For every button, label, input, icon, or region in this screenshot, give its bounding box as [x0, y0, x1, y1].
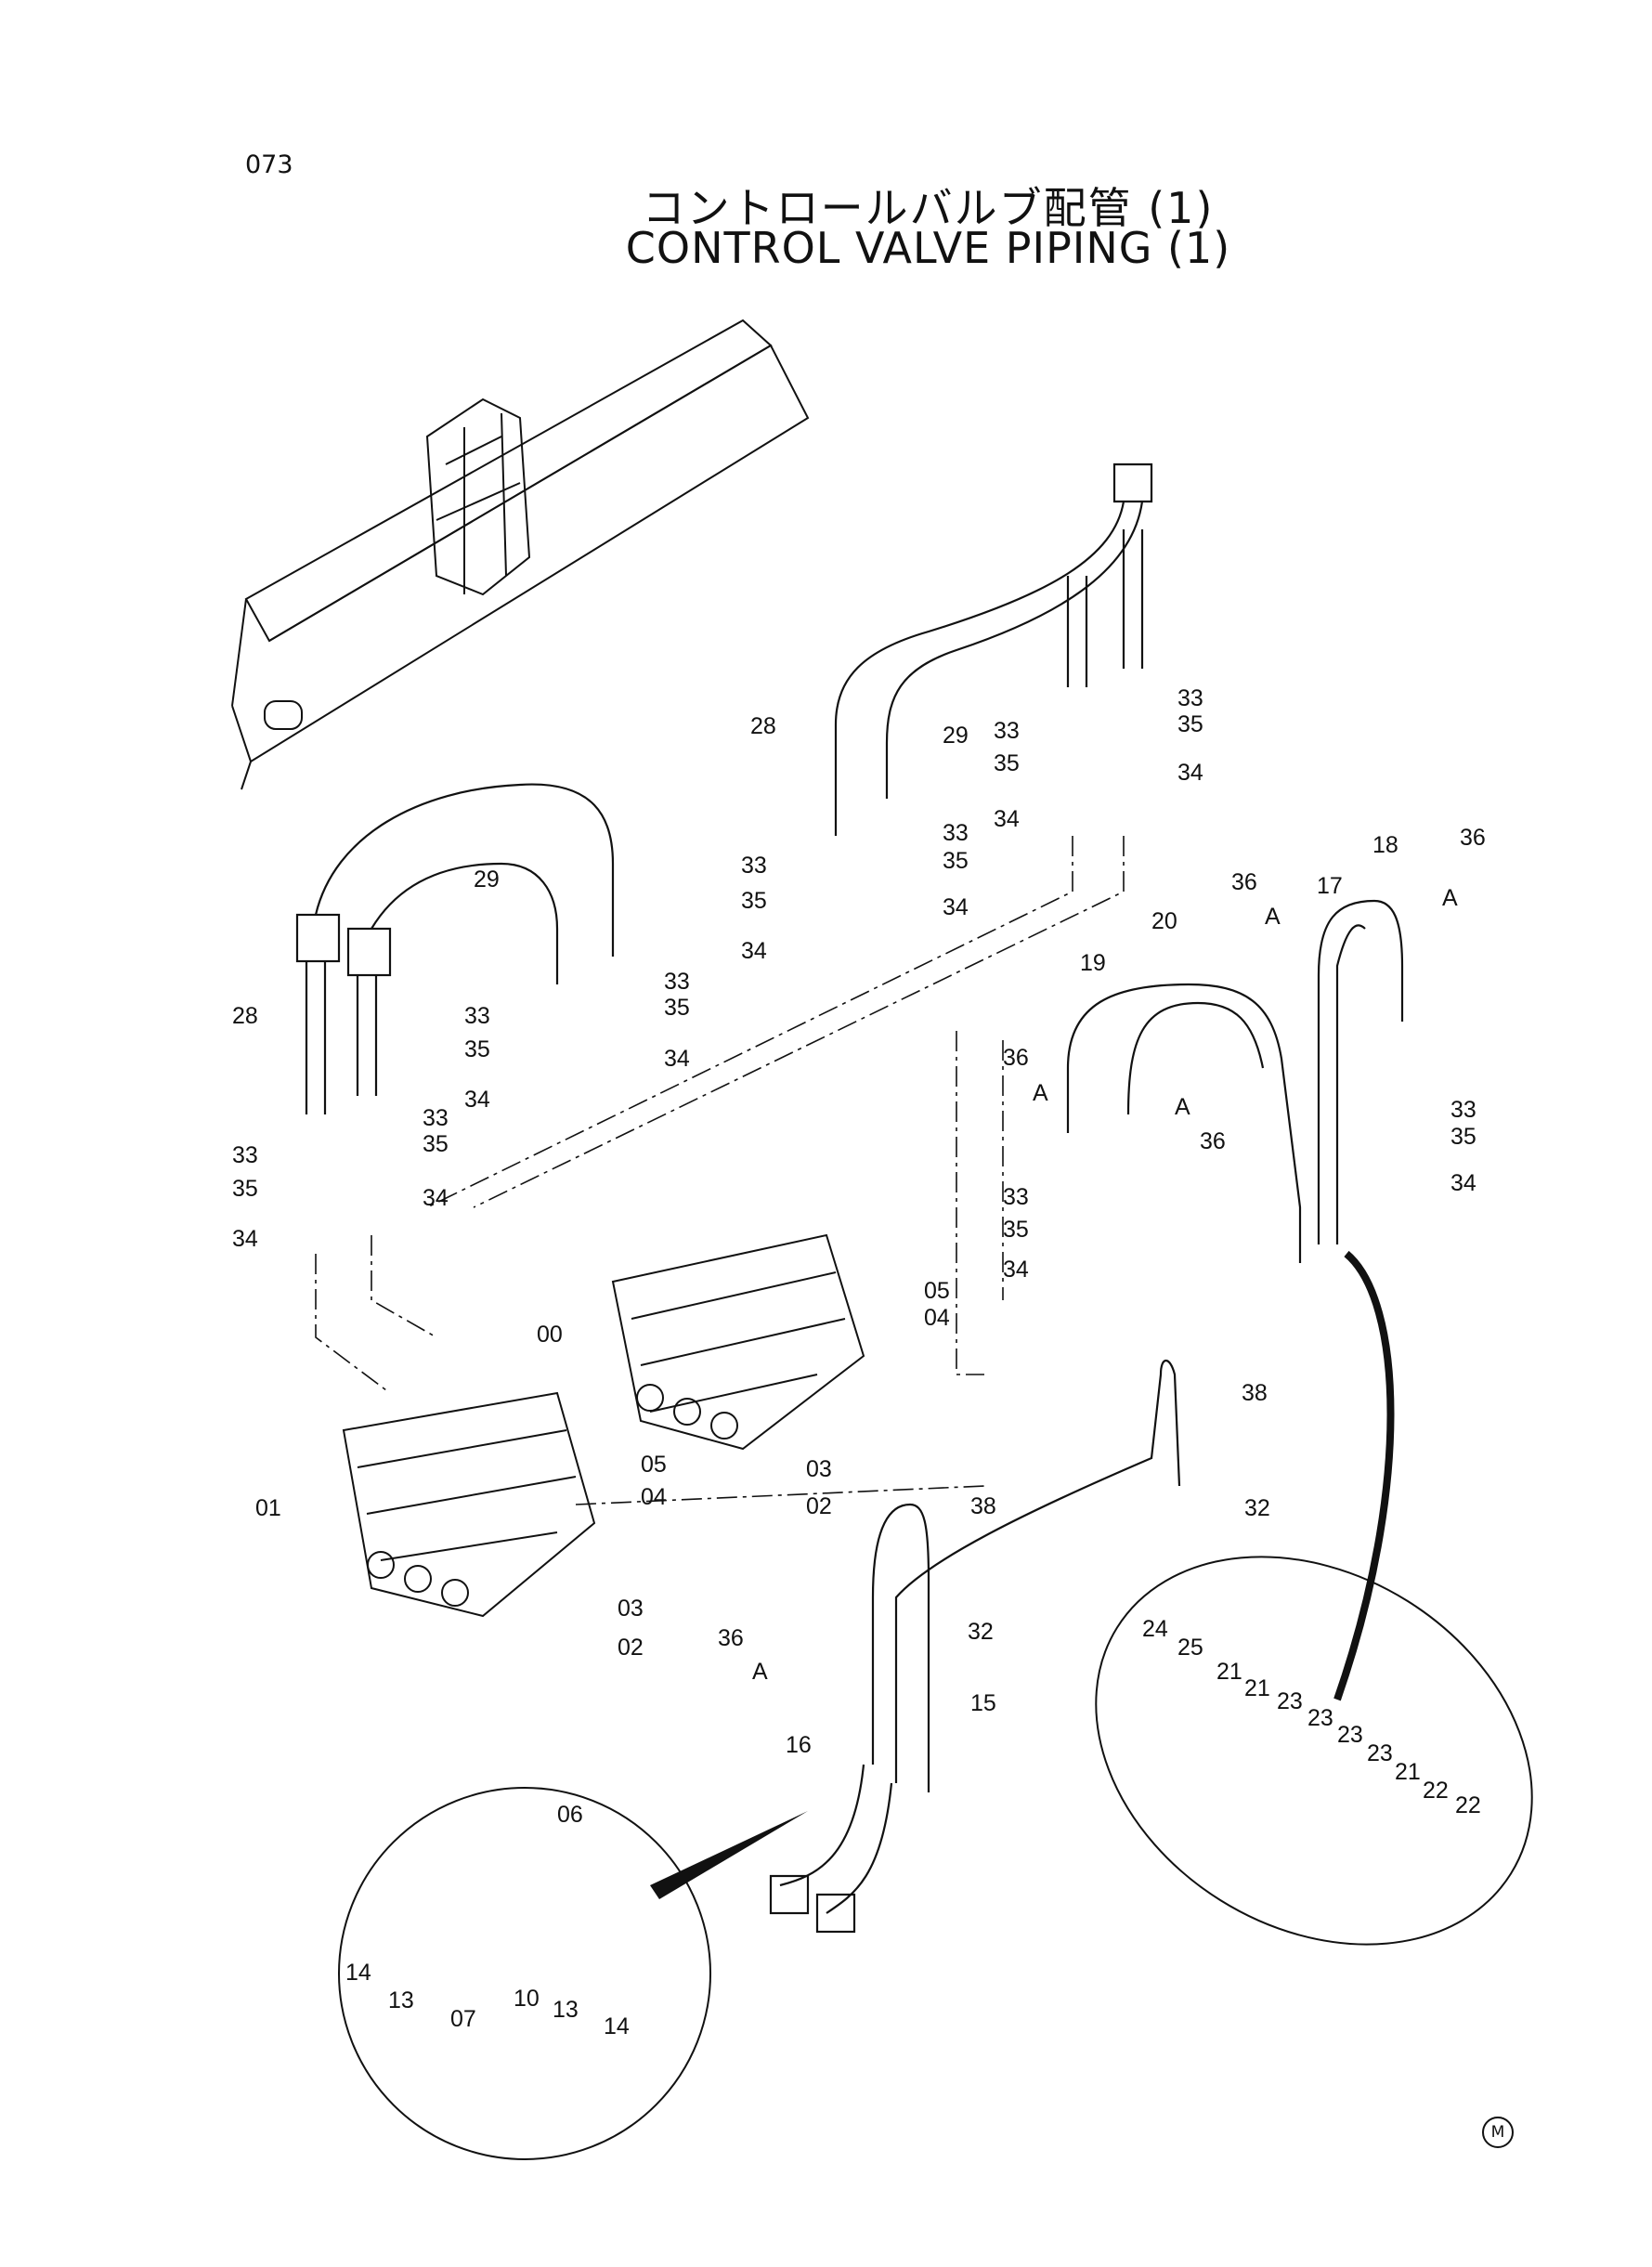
corner-mark: M	[1482, 2117, 1514, 2148]
pipe-set-15-16-32	[575, 1359, 1181, 1934]
callout-label: 05	[924, 1278, 950, 1304]
callout-label: 34	[664, 1046, 690, 1072]
callout-label: 23	[1277, 1688, 1303, 1714]
callout-label: 34	[1177, 760, 1203, 786]
callout-label: 04	[641, 1484, 667, 1510]
callout-label: 32	[968, 1619, 994, 1645]
callout-label: 21	[1395, 1759, 1421, 1785]
callout-label: 21	[1216, 1659, 1242, 1685]
callout-label: 34	[994, 806, 1020, 832]
callout-label: 34	[1450, 1170, 1476, 1196]
machine-frame-illustration	[231, 319, 810, 790]
pipe-set-17-20	[956, 899, 1404, 1375]
callout-label: 04	[924, 1305, 950, 1331]
detail-circle-right	[1095, 1556, 1533, 1946]
callout-label: A	[1442, 885, 1458, 911]
control-valve-01	[342, 1391, 596, 1618]
callout-label: 05	[641, 1452, 667, 1478]
callout-label: A	[1033, 1080, 1048, 1106]
callout-label: 36	[1003, 1045, 1029, 1071]
callout-label: 06	[557, 1802, 583, 1828]
callout-label: 22	[1455, 1792, 1481, 1818]
callout-label: 13	[553, 1997, 579, 2023]
callout-label: 25	[1177, 1635, 1203, 1661]
callout-label: 35	[1450, 1124, 1476, 1150]
callout-labels: 28 29 33 35 33 35 34 34 33 33 35 35 34 3…	[232, 685, 1486, 2039]
pipe-set-28-29-upper	[426, 463, 1153, 1208]
callout-label: 33	[943, 820, 969, 846]
callout-label: 01	[255, 1495, 281, 1521]
callout-label: 07	[450, 2006, 476, 2032]
callout-label: 33	[1177, 685, 1203, 711]
callout-label: A	[1175, 1094, 1190, 1120]
callout-label: 20	[1151, 908, 1177, 934]
callout-label: 34	[943, 894, 969, 920]
callout-label: 35	[943, 848, 969, 874]
callout-label: 33	[664, 969, 690, 995]
callout-label: 35	[464, 1036, 490, 1062]
callout-label: 34	[464, 1087, 490, 1113]
callout-label: 35	[232, 1176, 258, 1202]
callout-label: 16	[786, 1732, 812, 1758]
callout-label: 18	[1372, 832, 1398, 858]
callout-label: 33	[994, 718, 1020, 744]
callout-label: 21	[1244, 1675, 1270, 1701]
callout-label: 29	[943, 723, 969, 749]
callout-label: 36	[718, 1625, 744, 1651]
callout-label: 13	[388, 1987, 414, 2013]
pipe-set-28-29-left	[295, 783, 615, 1394]
callout-label: 35	[741, 888, 767, 914]
callout-label: 33	[423, 1105, 449, 1131]
callout-label: 36	[1231, 869, 1257, 895]
callout-label: 22	[1423, 1778, 1449, 1804]
leader-to-detail-right	[1333, 1250, 1395, 1701]
title-english: CONTROL VALVE PIPING (1)	[625, 223, 1231, 273]
callout-label: 23	[1307, 1705, 1333, 1731]
callout-label: 24	[1142, 1616, 1168, 1642]
callout-label: 14	[345, 1960, 371, 1986]
callout-label: 34	[1003, 1257, 1029, 1283]
control-valve-00	[611, 1233, 865, 1451]
callout-label: 35	[1003, 1217, 1029, 1243]
callout-label: 38	[970, 1493, 996, 1519]
callout-label: 28	[232, 1003, 258, 1029]
callout-label: 34	[232, 1226, 258, 1252]
callout-label: 23	[1337, 1722, 1363, 1748]
callout-label: 14	[604, 2013, 630, 2039]
callout-label: 23	[1367, 1740, 1393, 1766]
callout-label: 33	[464, 1003, 490, 1029]
callout-label: 17	[1317, 873, 1343, 899]
callout-label: 35	[423, 1131, 449, 1157]
callout-label: 03	[618, 1596, 644, 1622]
page-number: 073	[245, 150, 293, 179]
callout-label: 36	[1460, 825, 1486, 851]
callout-label: 35	[1177, 711, 1203, 737]
callout-label: 38	[1242, 1380, 1268, 1406]
callout-label: 28	[750, 713, 776, 739]
callout-label: 00	[537, 1322, 563, 1348]
callout-label: 10	[514, 1986, 540, 2012]
detail-circle-left	[338, 1787, 711, 2160]
callout-label: 33	[232, 1142, 258, 1168]
callout-label: 33	[1450, 1097, 1476, 1123]
callout-label: 34	[423, 1185, 449, 1211]
callout-label: 32	[1244, 1495, 1270, 1521]
callout-label: A	[1265, 904, 1281, 930]
leader-to-detail-left	[650, 1811, 808, 1899]
callout-label: 02	[806, 1493, 832, 1519]
callout-label: 33	[741, 853, 767, 879]
callout-label: 33	[1003, 1184, 1029, 1210]
callout-label: 35	[664, 995, 690, 1021]
callout-label: 15	[970, 1690, 996, 1716]
title-japanese: コントロールバルブ配管 (1)	[642, 183, 1215, 233]
callout-label: 36	[1200, 1128, 1226, 1154]
callout-label: 19	[1080, 950, 1106, 976]
callout-label: 34	[741, 938, 767, 964]
callout-label: 02	[618, 1635, 644, 1661]
callout-label: 03	[806, 1456, 832, 1482]
callout-label: 29	[474, 866, 500, 892]
callout-label: 35	[994, 750, 1020, 776]
callout-label: A	[752, 1659, 768, 1685]
